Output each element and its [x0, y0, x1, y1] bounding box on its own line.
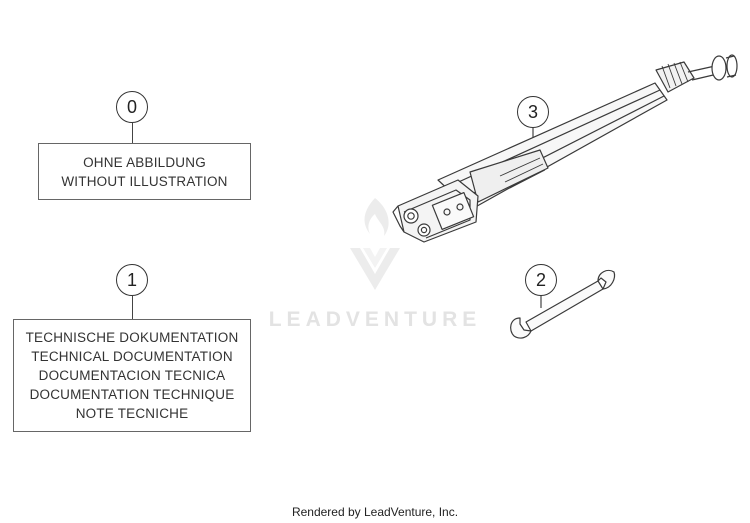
callout-1-leader [132, 296, 133, 319]
tech-doc-line-es: DOCUMENTACION TECNICA [38, 368, 226, 383]
tech-doc-line-en: TECHNICAL DOCUMENTATION [31, 349, 233, 364]
no-illustration-line-en: WITHOUT ILLUSTRATION [61, 173, 228, 189]
callout-0: 0 [116, 91, 148, 123]
callout-2: 2 [525, 264, 557, 296]
no-illustration-line-de: OHNE ABBILDUNG [83, 154, 206, 170]
callout-0-leader [132, 123, 133, 143]
leadventure-watermark: LEADVENTURE [250, 190, 500, 340]
watermark-text: LEADVENTURE [268, 308, 482, 331]
watermark-logo-icon [350, 198, 400, 290]
side-stand-icon [392, 54, 738, 243]
technical-documentation-box: TECHNISCHE DOKUMENTATION TECHNICAL DOCUM… [13, 319, 251, 432]
callout-3: 3 [517, 96, 549, 128]
tech-doc-line-it: NOTE TECNICHE [75, 406, 189, 421]
rendered-by-footer: Rendered by LeadVenture, Inc. [291, 505, 459, 519]
tech-doc-line-de: TECHNISCHE DOKUMENTATION [25, 330, 239, 345]
no-illustration-box: OHNE ABBILDUNG WITHOUT ILLUSTRATION [38, 143, 251, 200]
tech-doc-line-fr: DOCUMENTATION TECHNIQUE [29, 387, 235, 402]
callout-1: 1 [116, 264, 148, 296]
